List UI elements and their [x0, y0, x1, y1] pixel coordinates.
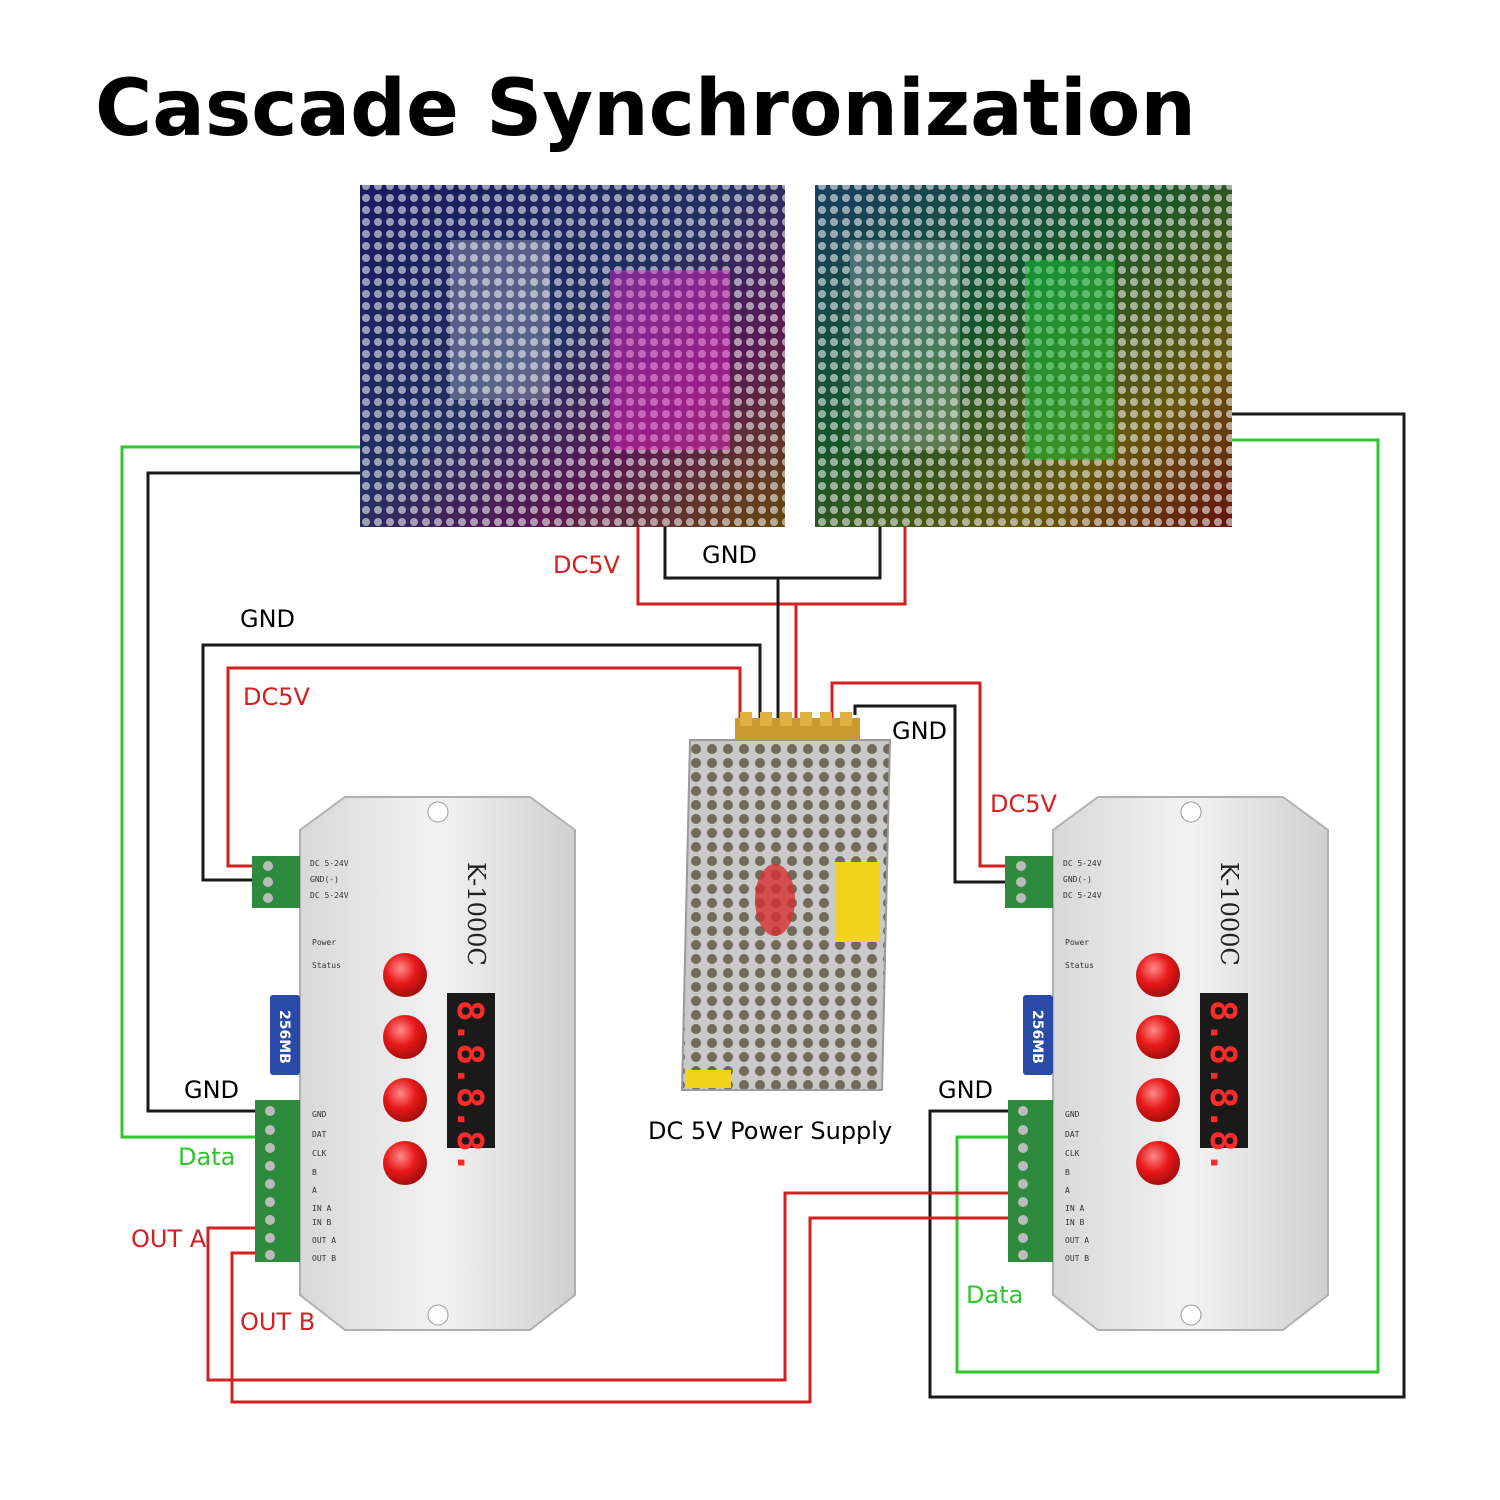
wire-panel-dc5v — [636, 527, 907, 606]
label-left-out-a: OUT A — [131, 1225, 207, 1253]
signal-label-dat: DAT — [1065, 1130, 1080, 1139]
label-left-gnd-top: GND — [240, 605, 295, 633]
signal-label-dat: DAT — [312, 1130, 327, 1139]
led-display: 8.8.8.8. — [1200, 993, 1248, 1173]
signal-label-b: B — [312, 1168, 317, 1177]
wire-right-data — [955, 438, 1380, 1374]
status-light-power: Power — [312, 938, 336, 947]
power-terminal-label-1: DC 5-24V — [1063, 859, 1102, 868]
mode-button[interactable] — [383, 1015, 427, 1059]
label-right-gnd-top: GND — [892, 717, 947, 745]
label-left-gnd-bottom: GND — [184, 1076, 239, 1104]
signal-label-a: A — [1065, 1186, 1070, 1195]
wire-left-gnd-power — [201, 643, 762, 882]
led-panel-right — [815, 185, 1232, 527]
signal-label-out-b: OUT B — [312, 1254, 336, 1263]
signal-terminal-right — [1008, 1100, 1053, 1262]
signal-label-in-a: IN A — [312, 1204, 331, 1213]
controller-model: K-1000C — [1215, 862, 1243, 966]
signal-label-in-b: IN B — [312, 1218, 331, 1227]
wire-panel-gnd — [663, 527, 882, 580]
signal-label-gnd: GND — [312, 1110, 327, 1119]
wire-out-a — [206, 1191, 1008, 1382]
signal-label-out-a: OUT A — [1065, 1236, 1089, 1245]
mode-button[interactable] — [1136, 1015, 1180, 1059]
controller-left: DC 5-24V GND(-) DC 5-24V Power Status K-… — [252, 796, 576, 1331]
wire-out-b — [230, 1216, 1008, 1404]
signal-label-a: A — [312, 1186, 317, 1195]
wire-left-dc5v-power — [226, 666, 742, 868]
led-display: 8.8.8.8. — [447, 993, 495, 1173]
signal-label-in-a: IN A — [1065, 1204, 1084, 1213]
sd-card-capacity: 256MB — [276, 1010, 292, 1064]
label-left-dc5v-top: DC5V — [243, 683, 311, 711]
speed-up-button[interactable] — [1136, 1078, 1180, 1122]
speed-down-button[interactable] — [1136, 1141, 1180, 1185]
power-terminal-label-2: GND(-) — [310, 875, 339, 884]
power-terminal-label-3: DC 5-24V — [1063, 891, 1102, 900]
led-panel-left — [360, 185, 785, 527]
label-panel-gnd: GND — [702, 541, 757, 569]
diagram-title: Cascade Synchronization — [95, 64, 1196, 154]
power-terminal-label-3: DC 5-24V — [310, 891, 349, 900]
controller-model: K-1000C — [462, 862, 490, 966]
display-readout: 8.8.8.8. — [1202, 1000, 1243, 1173]
signal-label-clk: CLK — [1065, 1149, 1080, 1158]
wiring — [120, 412, 1406, 1404]
signal-label-b: B — [1065, 1168, 1070, 1177]
label-right-dc5v-top: DC5V — [990, 790, 1058, 818]
status-light-status: Status — [312, 961, 341, 970]
sd-card-capacity: 256MB — [1029, 1010, 1045, 1064]
label-right-data: Data — [966, 1281, 1023, 1309]
power-terminal-right — [1005, 856, 1053, 908]
label-left-out-b: OUT B — [240, 1308, 315, 1336]
power-terminal-left — [252, 856, 300, 908]
chip-button[interactable] — [1136, 953, 1180, 997]
sd-card: 256MB — [1023, 995, 1053, 1075]
speed-up-button[interactable] — [383, 1078, 427, 1122]
status-light-power: Power — [1065, 938, 1089, 947]
wire-right-gnd-power — [853, 704, 1005, 884]
wire-left-data — [120, 445, 360, 1139]
speed-down-button[interactable] — [383, 1141, 427, 1185]
sd-card: 256MB — [270, 995, 300, 1075]
signal-label-out-b: OUT B — [1065, 1254, 1089, 1263]
power-terminal-label-1: DC 5-24V — [310, 859, 349, 868]
wire-right-dc5v-power — [830, 681, 1005, 868]
display-readout: 8.8.8.8. — [449, 1000, 490, 1173]
signal-label-gnd: GND — [1065, 1110, 1080, 1119]
status-light-status: Status — [1065, 961, 1094, 970]
power-terminal-label-2: GND(-) — [1063, 875, 1092, 884]
label-right-gnd-bottom: GND — [938, 1076, 993, 1104]
label-power-supply: DC 5V Power Supply — [648, 1117, 892, 1145]
label-left-data: Data — [178, 1143, 235, 1171]
signal-label-clk: CLK — [312, 1149, 327, 1158]
label-panel-dc5v: DC5V — [553, 551, 621, 579]
chip-button[interactable] — [383, 953, 427, 997]
signal-label-out-a: OUT A — [312, 1236, 336, 1245]
wire-right-gnd-signal — [928, 412, 1406, 1399]
signal-terminal-left — [255, 1100, 300, 1262]
signal-label-in-b: IN B — [1065, 1218, 1084, 1227]
power-supply — [680, 712, 892, 1091]
wire-left-gnd-signal — [146, 471, 360, 1113]
controller-right: DC 5-24V GND(-) DC 5-24V Power Status K-… — [1005, 796, 1329, 1331]
